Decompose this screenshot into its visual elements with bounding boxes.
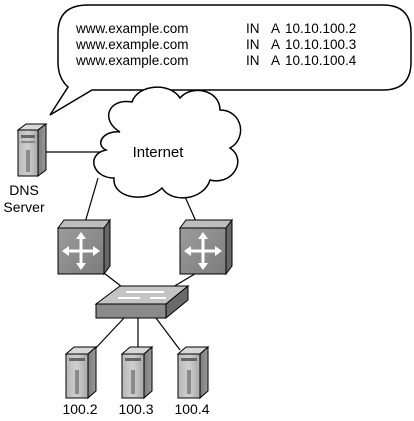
dns-server-icon [16,123,48,177]
server-3-label: 100.4 [174,401,209,417]
dns-record-name: www.example.com [75,53,189,68]
dns-record-type: A [271,53,280,68]
cloud-label: Internet [133,144,185,161]
dns-record-address: 10.10.100.3 [285,37,356,52]
dns-record-name: www.example.com [75,37,189,52]
server-1-label: 100.2 [62,401,97,417]
router-right-icon [179,218,233,276]
dns-record-class: IN [246,53,260,68]
callout-bubble [49,4,412,116]
dns-record-name: www.example.com [75,21,189,36]
link-internet-router-left [83,177,99,227]
server-3-icon [176,345,210,400]
dns-record-type: A [271,37,280,52]
server-1-icon [64,345,98,400]
dns-record-class: IN [246,21,260,36]
cloud-shape [93,86,242,199]
dns-record-type: A [271,21,280,36]
dns-server-label-line1: DNS [9,182,39,198]
dns-record-address: 10.10.100.2 [285,21,356,36]
server-2-icon [120,345,154,400]
link-switch-server-3 [155,317,181,351]
internet-cloud: Internet [93,86,242,199]
dns-record-address: 10.10.100.4 [285,53,357,68]
dns-record-row: www.example.com IN A 10.10.100.3 [75,37,356,52]
dns-record-row: www.example.com IN A 10.10.100.2 [75,21,356,36]
dns-server-label-line2: Server [3,199,45,215]
router-left-icon [57,218,111,276]
link-switch-server-1 [93,317,125,351]
dns-record-row: www.example.com IN A 10.10.100.4 [75,53,357,68]
dns-record-class: IN [246,37,260,52]
switch-icon [94,284,190,320]
server-2-label: 100.3 [118,401,153,417]
